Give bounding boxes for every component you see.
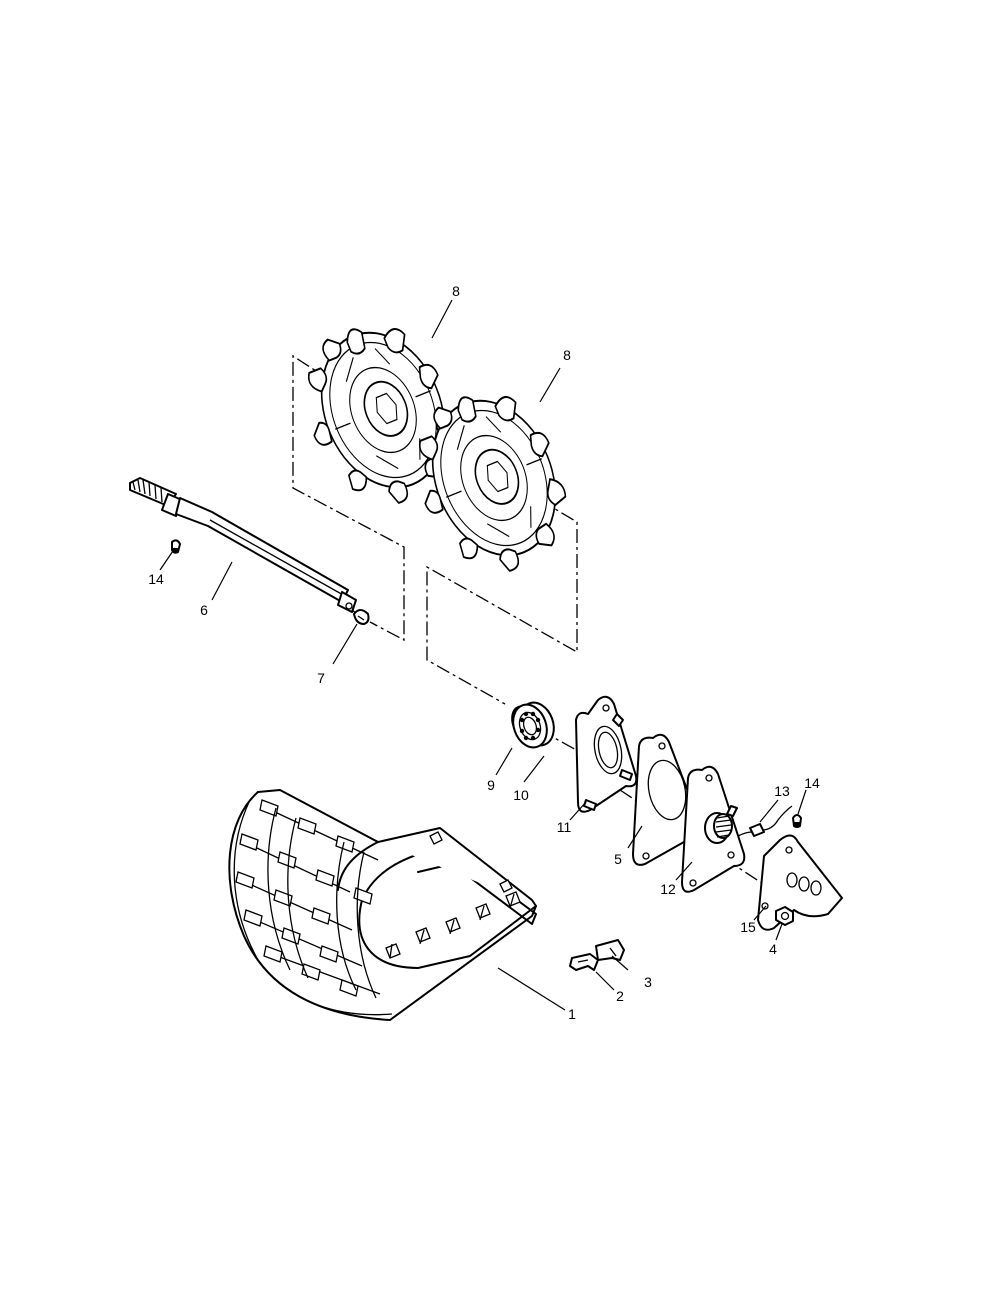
inner-bearing-flange: [575, 695, 638, 813]
bearing: [512, 701, 555, 749]
callout-14-housing: 14: [804, 775, 820, 791]
callout-4: 4: [769, 941, 777, 957]
callout-8-rear: 8: [452, 283, 460, 299]
bearing-housing-flange: [681, 765, 746, 893]
track-cleats: [235, 799, 373, 997]
callout-2: 2: [616, 988, 624, 1004]
callout-15: 15: [740, 919, 756, 935]
callout-8-front: 8: [563, 347, 571, 363]
callout-13: 13: [774, 783, 790, 799]
callout-10: 10: [513, 787, 529, 803]
circlip: [353, 609, 370, 625]
callout-12: 12: [660, 881, 676, 897]
track-cleat: [569, 953, 599, 971]
drive-sprocket-front: [418, 396, 567, 572]
support-bracket: [757, 834, 843, 931]
callout-6: 6: [200, 602, 208, 618]
track: [228, 789, 537, 1021]
callout-3: 3: [644, 974, 652, 990]
callout-7: 7: [317, 670, 325, 686]
drive-sprocket-rear: [307, 328, 456, 504]
grease-fitting-housing: [792, 814, 802, 828]
callout-9: 9: [487, 777, 495, 793]
nut: [775, 906, 794, 926]
callout-11: 11: [557, 819, 572, 835]
drive-axle: [129, 477, 366, 621]
clip: [595, 939, 625, 961]
callout-1: 1: [568, 1006, 576, 1022]
callout-14-axle: 14: [148, 571, 164, 587]
grease-tube: [737, 805, 793, 837]
callout-5: 5: [614, 851, 622, 867]
callouts: 8 8 14 6 7 9 10 11 5 12 13 14 15 4 3 2 1: [148, 283, 820, 1022]
leader-lines: [159, 299, 807, 1011]
